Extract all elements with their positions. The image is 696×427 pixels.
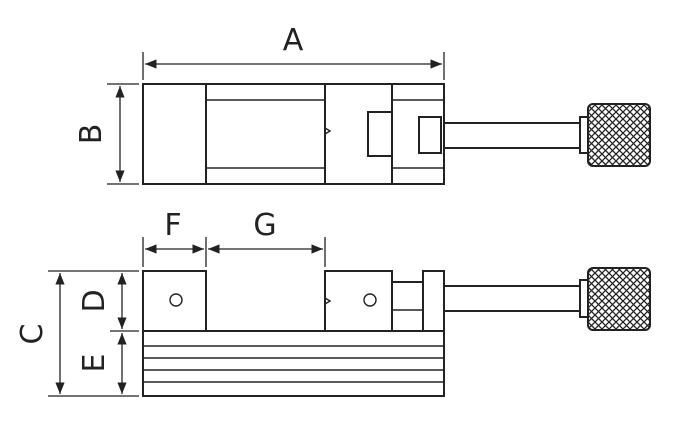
fixed-jaw-pin-hole — [169, 293, 183, 307]
top-screw-housing — [367, 111, 392, 157]
dimension-a: A — [142, 23, 445, 80]
side-base-outline — [142, 330, 445, 397]
label-b: B — [74, 124, 109, 145]
side-break-mark — [324, 297, 332, 305]
side-movable-jaw — [324, 270, 393, 331]
dimension-d: D — [77, 273, 139, 332]
label-g: G — [253, 208, 276, 243]
top-body-outline — [142, 83, 445, 185]
dimension-g: G — [208, 208, 326, 267]
top-break-mark — [324, 127, 332, 135]
side-knurled-knob — [587, 267, 651, 331]
dimension-b: B — [74, 83, 139, 185]
label-c: C — [15, 324, 50, 345]
side-fixed-jaw — [142, 270, 207, 331]
dimension-f: F — [142, 208, 207, 267]
top-view — [142, 83, 651, 185]
label-a: A — [283, 23, 304, 58]
label-f: F — [164, 208, 181, 243]
dimension-e: E — [77, 333, 127, 394]
dimension-c: C — [15, 270, 139, 397]
side-end-block — [422, 270, 445, 332]
top-knurled-knob — [587, 103, 651, 167]
side-view — [142, 267, 651, 397]
label-e: E — [77, 354, 112, 373]
movable-jaw-pin-hole — [363, 293, 377, 307]
label-d: D — [77, 289, 112, 312]
